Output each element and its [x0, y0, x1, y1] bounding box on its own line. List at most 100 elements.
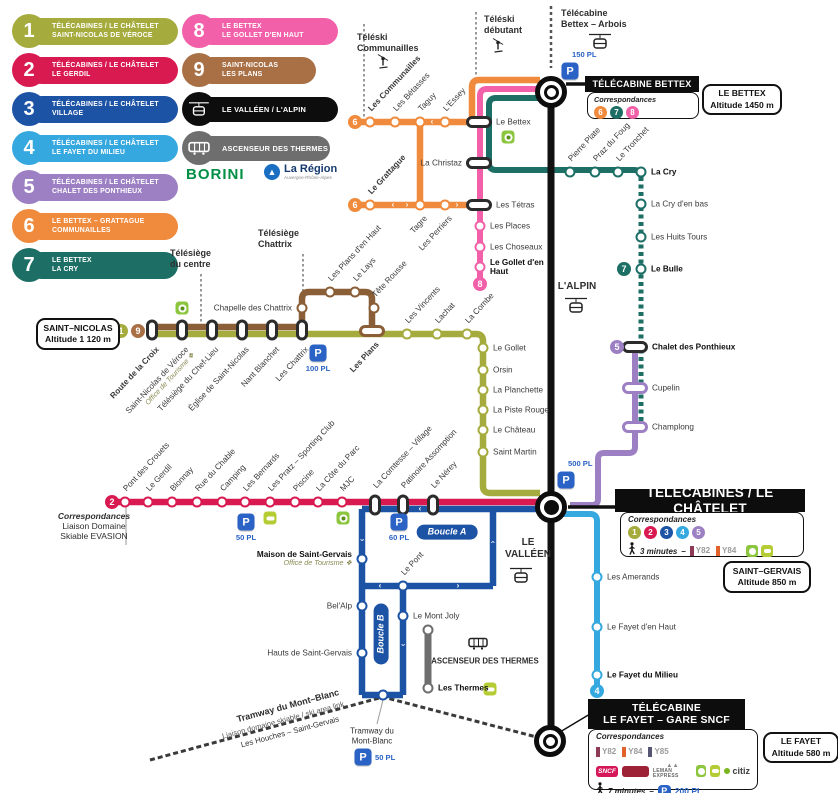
stop[interactable] [422, 624, 434, 636]
stop-les-bernards[interactable] [239, 496, 251, 508]
stop-les-choseaux[interactable] [474, 241, 486, 253]
stop-le-fayet-du-milieu[interactable] [591, 669, 603, 681]
busline-label: Y85 [654, 747, 669, 757]
parking-capacity: 150 PL [572, 50, 597, 59]
stop-les-chattrix[interactable] [296, 319, 308, 341]
stop-la-christaz[interactable] [466, 157, 492, 169]
stop-les-b-tasses[interactable] [389, 116, 401, 128]
stop-le-mont-joly[interactable] [397, 610, 409, 622]
stop-la-piste-rouge[interactable] [477, 404, 489, 416]
legend-item-line1: LE BETTEX [222, 22, 262, 30]
parking-icon: P [561, 62, 579, 80]
stop-le-bettex[interactable] [466, 116, 492, 128]
stop-les-pratz-sporting-club[interactable] [264, 496, 276, 508]
stop-nant-blanchet[interactable] [266, 319, 278, 341]
stop-la-cry-d-en-bas[interactable] [635, 198, 647, 210]
stop--glise-de-saint-nicolas[interactable] [236, 319, 248, 341]
stop-orsin[interactable] [477, 364, 489, 376]
stop-mjc[interactable] [336, 496, 348, 508]
stop-chapelle-des-chattrix[interactable] [296, 302, 308, 314]
line-badge-9: 9 [131, 324, 145, 338]
stop-l-essey[interactable] [439, 116, 451, 128]
stop-taguy[interactable] [414, 116, 426, 128]
parking-capacity: 50 PL [375, 753, 396, 762]
stop-pierre-plate[interactable] [564, 166, 576, 178]
stop-champlong[interactable] [622, 421, 648, 433]
stop-piscine[interactable] [289, 496, 301, 508]
stop-les-amerands[interactable] [591, 571, 603, 583]
funicular-icon [468, 637, 488, 655]
legend-item-line1: TÉLÉCABINES / LE CHÂTELET [52, 178, 159, 186]
funicular-icon [182, 131, 216, 165]
stop-le-ch-teau[interactable] [477, 424, 489, 436]
stop-la-comtesse-village[interactable] [369, 494, 381, 516]
stop-le-gerdil[interactable] [142, 496, 154, 508]
stop-camping[interactable] [216, 496, 228, 508]
legend-item-line1: TÉLÉCABINES / LE CHÂTELET [52, 100, 159, 108]
stop-le-grattague[interactable] [364, 199, 376, 211]
stop-le-gollet[interactable] [477, 342, 489, 354]
stop-label: Le Mont Joly [413, 611, 460, 621]
interchange-bettex[interactable] [535, 76, 567, 108]
map-label-line: LE [521, 537, 535, 548]
stop-le-fayet-d-en-haut[interactable] [591, 621, 603, 633]
stop-route-de-la-croix[interactable] [146, 319, 158, 341]
stop-les-vincents[interactable] [401, 328, 413, 340]
stop-tagre[interactable] [414, 199, 426, 211]
map-label-line: Liaison Domaine [62, 520, 126, 531]
stop-les-plans-d-en-haut[interactable] [324, 286, 336, 298]
map-label: › [398, 643, 408, 647]
stop-la-planchette[interactable] [477, 384, 489, 396]
stop-les-huits-tours[interactable] [635, 231, 647, 243]
stop-les-plans[interactable] [359, 325, 385, 337]
line-badge-7: 7 [617, 262, 631, 276]
stop-le-gollet-d-en-haut[interactable] [474, 261, 486, 273]
stop-les-thermes[interactable] [422, 682, 434, 694]
interchange-fayet[interactable] [534, 725, 566, 757]
stop-pont-des-crouets[interactable] [119, 496, 131, 508]
stop-cupelin[interactable] [622, 382, 648, 394]
gondola-icon [182, 92, 216, 126]
tramway-line [149, 695, 549, 762]
stop-les-t-tras[interactable] [466, 199, 492, 211]
stop[interactable] [377, 689, 389, 701]
stop-blonnay[interactable] [166, 496, 178, 508]
stop-la-cry[interactable] [635, 166, 647, 178]
altitude-value: Altitude 1 120 m [45, 334, 111, 344]
stop-rue-du-chable[interactable] [191, 496, 203, 508]
stop-le-bulle[interactable] [635, 263, 647, 275]
legend-item-line1: LE BETTEX [52, 256, 92, 264]
map-label-line: Tramway du [350, 726, 394, 736]
stop-saint-nicolas-de-v-roce[interactable] [176, 319, 188, 341]
stop-le-n-rey[interactable] [427, 494, 439, 516]
stop-hauts-de-saint-gervais[interactable] [356, 647, 368, 659]
stop-t-te-rousse[interactable] [368, 302, 380, 314]
stop-chalet-des-ponthieux[interactable] [622, 341, 648, 353]
stop-les-places[interactable] [474, 220, 486, 232]
stop-praz-du-foug[interactable] [589, 166, 601, 178]
map-label-line: Chattrix [258, 238, 293, 249]
stop-la-combe[interactable] [461, 328, 473, 340]
line-badge-6: 6 [594, 106, 607, 119]
stop-la-c-te-du-parc[interactable] [312, 496, 324, 508]
stop-maison-de-saint-gervais[interactable] [356, 553, 368, 565]
stop-le-tronchet[interactable] [612, 166, 624, 178]
altitude-value: Altitude 1450 m [710, 99, 774, 110]
interchange-chatelet[interactable] [535, 491, 567, 523]
stop-t-l-si-ge-du-chef-lieu[interactable] [206, 319, 218, 341]
stop-lachat[interactable] [431, 328, 443, 340]
stop-les-perriers[interactable] [439, 199, 451, 211]
stop-le-pont[interactable] [397, 580, 409, 592]
stop-saint-martin[interactable] [477, 446, 489, 458]
stop-patinoire-assomption[interactable] [397, 494, 409, 516]
legend-item-line1: TÉLÉCABINES / LE CHÂTELET [52, 139, 159, 147]
stop-le-lays[interactable] [349, 286, 361, 298]
stop-les-communailles[interactable] [364, 116, 376, 128]
citiz-text: citiz [732, 766, 750, 776]
legend-item-line1: ASCENSEUR DES THERMES [222, 143, 329, 153]
stop-bel-alp[interactable] [356, 600, 368, 612]
map-label-line: Téléski [484, 14, 515, 24]
logo-bar [486, 687, 494, 691]
